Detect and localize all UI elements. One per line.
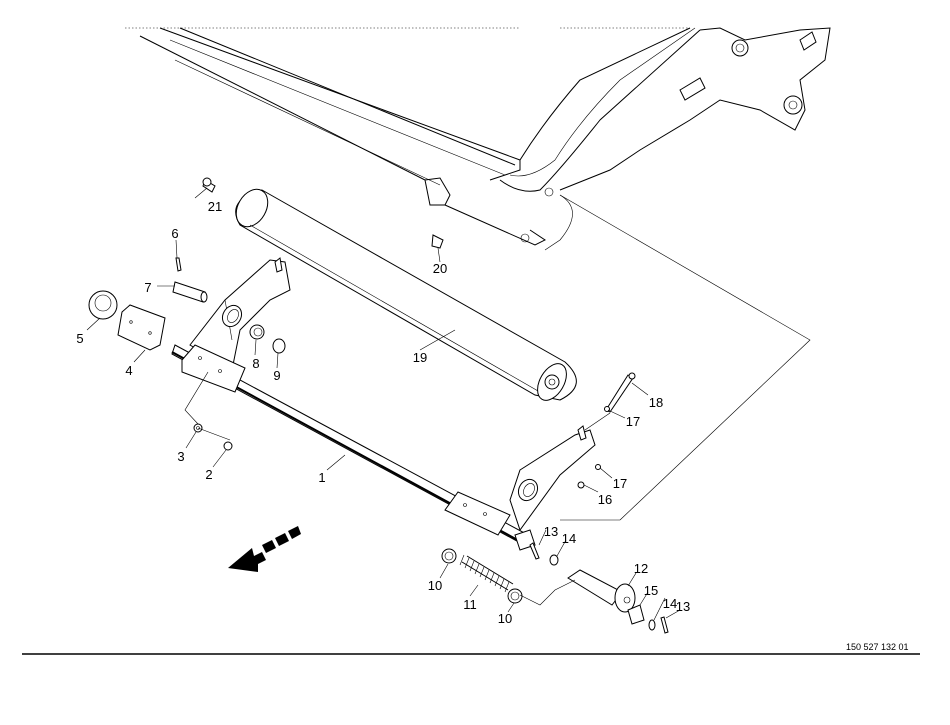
callout-17a: 17	[626, 414, 640, 429]
callout-15: 15	[644, 583, 658, 598]
callout-17b: 17	[613, 476, 627, 491]
callout-5: 5	[76, 331, 83, 346]
left-bracket	[181, 257, 291, 393]
roller-part-19	[235, 188, 577, 401]
right-bracket	[444, 425, 596, 551]
callout-21: 21	[208, 199, 222, 214]
callout-4: 4	[125, 363, 132, 378]
travel-direction-arrow-icon	[228, 526, 301, 572]
callout-2: 2	[205, 467, 212, 482]
callout-3: 3	[177, 449, 184, 464]
callout-19: 19	[413, 350, 427, 365]
callout-9: 9	[273, 368, 280, 383]
callout-10a: 10	[428, 578, 442, 593]
callout-14b: 14	[663, 596, 677, 611]
callout-labels: 21 6 7 5 4 8 9 19 20 3 2 1 18 17 17 16 1…	[76, 199, 690, 626]
callout-16: 16	[598, 492, 612, 507]
callout-10b: 10	[498, 611, 512, 626]
callout-1: 1	[318, 470, 325, 485]
callout-13b: 13	[676, 599, 690, 614]
callout-7: 7	[144, 280, 151, 295]
callout-20: 20	[433, 261, 447, 276]
callout-18: 18	[649, 395, 663, 410]
callout-6: 6	[171, 226, 178, 241]
callout-11: 11	[463, 597, 477, 612]
callout-12: 12	[634, 561, 648, 576]
callout-14a: 14	[562, 531, 576, 546]
callout-8: 8	[252, 356, 259, 371]
machine-frame	[125, 27, 831, 521]
callout-13a: 13	[544, 524, 558, 539]
leader-lines	[86, 187, 681, 621]
document-number: 150 527 132 01	[846, 642, 909, 652]
small-parts	[88, 177, 669, 634]
